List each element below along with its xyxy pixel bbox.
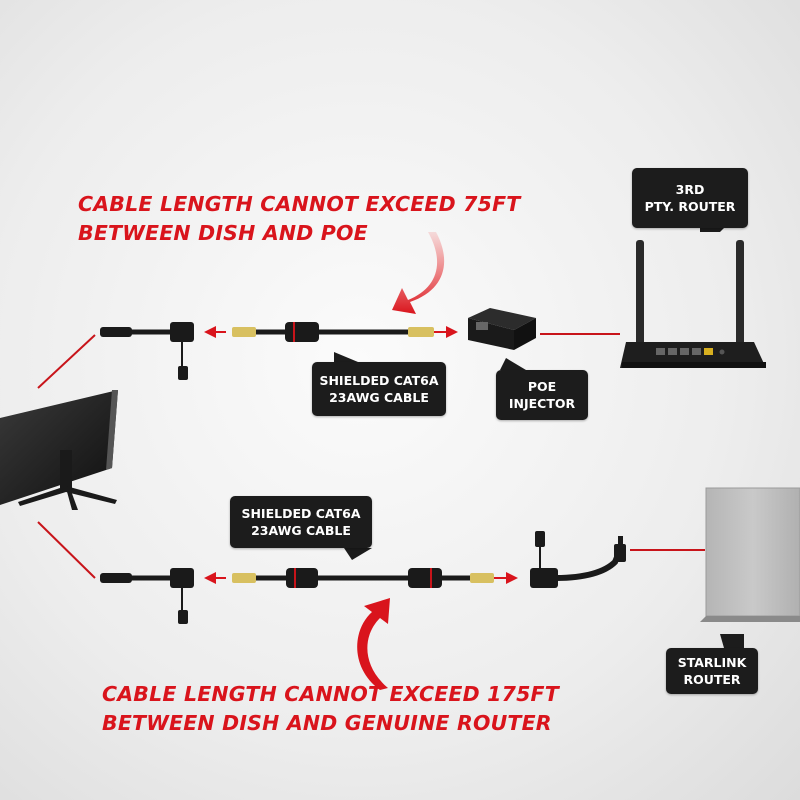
callout-pointer-3rd-router [700, 228, 724, 232]
callout-starlink-router-line2: ROUTER [683, 672, 741, 687]
poe-injector-icon [468, 308, 536, 350]
bottom-dish-side-arrow [204, 572, 216, 584]
warning-bottom: CABLE LENGTH CANNOT EXCEED 175FT BETWEEN… [102, 680, 559, 738]
callout-cable-bottom-line2: 23AWG CABLE [251, 523, 351, 538]
callout-pointer-cable-top [334, 352, 358, 362]
callout-3rd-party-router-line1: 3RD [675, 182, 705, 197]
callout-3rd-party-router: 3RD PTY. ROUTER [632, 168, 748, 228]
third-party-router-icon [620, 240, 766, 368]
starlink-router-icon [700, 487, 800, 622]
top-cable-assembly [100, 322, 458, 380]
callout-starlink-router-line1: STARLINK [677, 655, 747, 670]
top-curved-arrow [392, 232, 445, 314]
bottom-curved-arrow [357, 598, 390, 690]
starlink-dish-icon [0, 390, 118, 510]
top-dish-side-arrow [204, 326, 216, 338]
callout-pointer-cable-bottom [344, 548, 372, 560]
callout-cable-top: SHIELDED CAT6A 23AWG CABLE [312, 362, 446, 416]
callout-starlink-router: STARLINK ROUTER [666, 648, 758, 694]
dish-guide-line-bottom [37, 521, 96, 579]
warning-top-line2: BETWEEN DISH AND POE [78, 221, 368, 245]
warning-bottom-line2: BETWEEN DISH AND GENUINE ROUTER [102, 711, 552, 735]
callout-poe-injector: POE INJECTOR [496, 370, 588, 420]
top-poe-side-arrow [446, 326, 458, 338]
callout-poe-injector-line1: POE [527, 379, 557, 394]
callout-poe-injector-line2: INJECTOR [508, 396, 576, 411]
bottom-router-side-arrow [506, 572, 518, 584]
callout-3rd-party-router-line2: PTY. ROUTER [644, 199, 736, 214]
warning-top-line1: CABLE LENGTH CANNOT EXCEED 75FT [78, 192, 521, 216]
warning-top: CABLE LENGTH CANNOT EXCEED 75FT BETWEEN … [78, 190, 520, 248]
bottom-cable-assembly [100, 531, 626, 624]
dish-guide-line-top [37, 334, 96, 389]
callout-pointer-starlink [720, 634, 744, 648]
callout-pointer-poe [500, 358, 526, 370]
callout-cable-top-line1: SHIELDED CAT6A [319, 373, 439, 388]
callout-cable-bottom: SHIELDED CAT6A 23AWG CABLE [230, 496, 372, 548]
callout-cable-top-line2: 23AWG CABLE [329, 390, 429, 405]
callout-cable-bottom-line1: SHIELDED CAT6A [241, 506, 361, 521]
warning-bottom-line1: CABLE LENGTH CANNOT EXCEED 175FT [102, 682, 559, 706]
